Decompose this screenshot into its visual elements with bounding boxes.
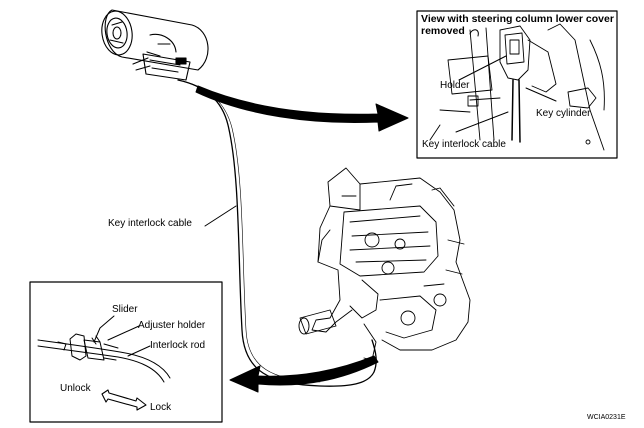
unlock-lock-double-arrow bbox=[101, 389, 147, 411]
callout-top-frame bbox=[416, 10, 618, 159]
shift-lever-assembly bbox=[298, 167, 471, 361]
removed-marker bbox=[469, 29, 479, 37]
arrow-to-bottom-callout bbox=[229, 355, 379, 393]
key-interlock-cable-label: Key interlock cable bbox=[108, 218, 192, 229]
interlock-rod-label: Interlock rod bbox=[150, 340, 206, 351]
slider-label: Slider bbox=[112, 304, 138, 315]
key-cylinder-label: Key cylinder bbox=[536, 108, 591, 119]
key-interlock-cable-label-top: Key interlock cable bbox=[422, 139, 506, 150]
key-interlock-cable-leader bbox=[204, 205, 237, 227]
key-cylinder-illustration bbox=[101, 9, 209, 81]
callout-bottom-frame bbox=[29, 281, 223, 423]
unlock-label: Unlock bbox=[60, 383, 91, 394]
key-interlock-cable-line bbox=[177, 79, 377, 387]
callout-top-title-line1: View with steering column lower cover bbox=[421, 13, 614, 25]
slider-detail-drawing bbox=[37, 333, 171, 383]
column-detail-drawing bbox=[429, 23, 605, 151]
callout-top-title-line2: removed bbox=[421, 25, 465, 37]
lock-label: Lock bbox=[150, 402, 172, 413]
holder-label: Holder bbox=[440, 80, 470, 91]
adjuster-holder-label: Adjuster holder bbox=[138, 320, 206, 331]
arrow-to-top-callout bbox=[195, 85, 409, 132]
figure-code: WCIA0231E bbox=[587, 414, 626, 421]
